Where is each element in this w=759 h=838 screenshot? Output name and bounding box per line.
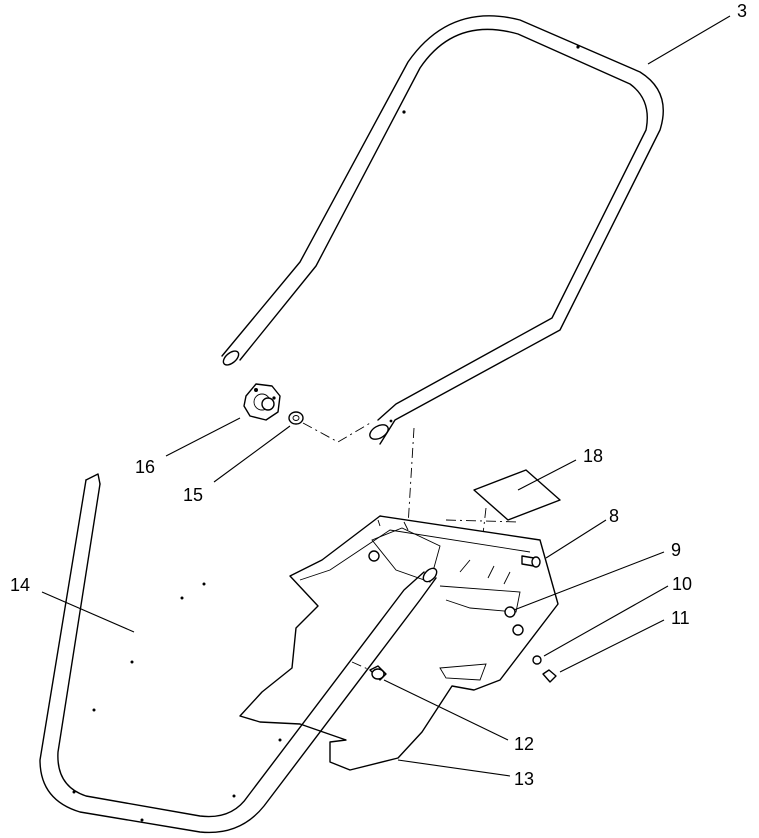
leader-13	[397, 759, 511, 777]
leader-11	[559, 619, 665, 673]
callout-13: 13	[514, 769, 534, 789]
leader-10	[543, 585, 669, 657]
callout-12: 12	[514, 734, 534, 754]
leader-14	[41, 591, 135, 633]
lower-handle-part-14	[39, 473, 438, 834]
leader-9	[513, 551, 665, 611]
callout-14: 14	[10, 575, 30, 595]
decal-part-18	[473, 469, 561, 521]
spacer-part-12	[369, 665, 387, 681]
leader-18	[517, 459, 577, 491]
callout-8: 8	[609, 506, 619, 526]
upper-handle-part-3	[221, 15, 664, 445]
washer-part-15	[288, 411, 304, 425]
callout-11: 11	[671, 608, 690, 628]
leader-12	[383, 679, 509, 741]
callout-9: 9	[671, 540, 681, 560]
nut-part-11	[542, 669, 557, 683]
leader-16	[165, 417, 241, 457]
callout-3: 3	[737, 1, 747, 21]
assembly-line-knob	[302, 421, 373, 443]
callout-15: 15	[183, 485, 203, 505]
leader-15	[213, 425, 291, 483]
lockwasher-part-10	[532, 655, 542, 665]
knob-part-16	[243, 383, 281, 421]
base-plate-part-13	[239, 515, 559, 771]
leader-8	[545, 519, 607, 559]
callout-16: 16	[135, 457, 155, 477]
callout-18: 18	[583, 446, 603, 466]
callout-10: 10	[672, 574, 692, 594]
bolt-part-8	[521, 555, 541, 568]
assembly-line-spacer	[351, 661, 371, 671]
leader-3	[647, 15, 731, 65]
assembly-line-handle	[407, 427, 415, 527]
